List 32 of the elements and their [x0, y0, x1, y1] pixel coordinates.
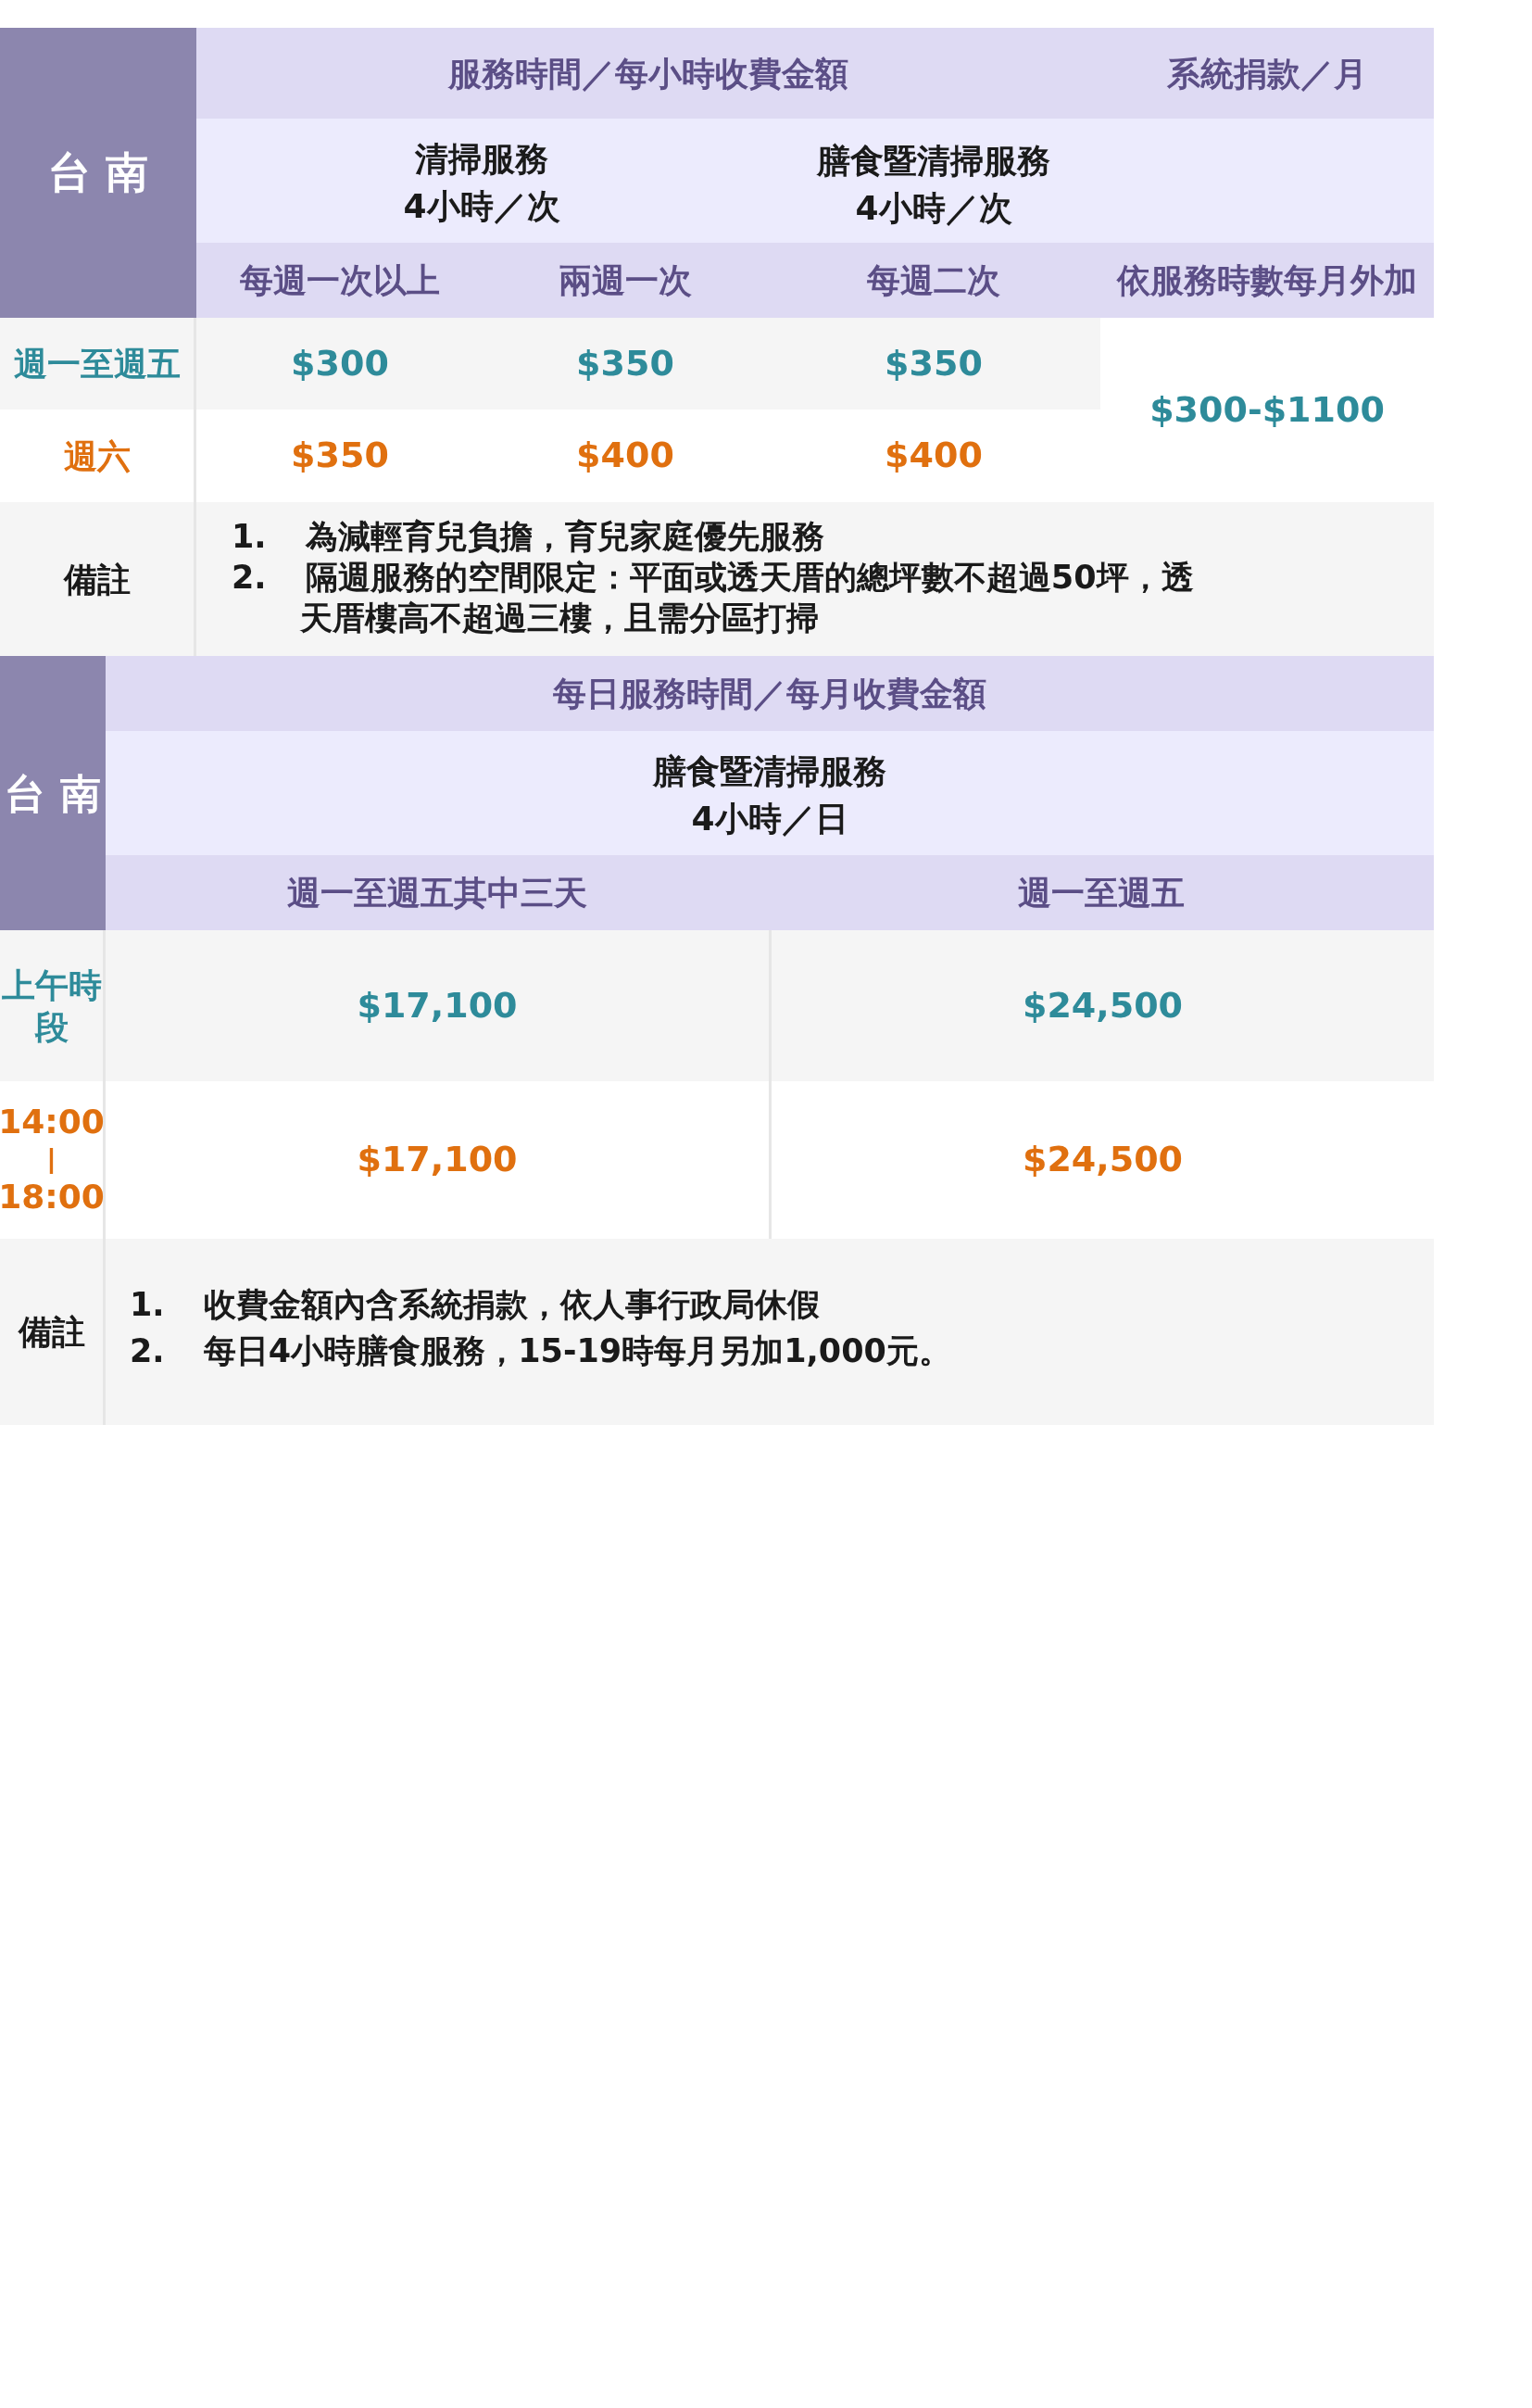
header-cell: 週一至週五其中三天: [106, 855, 769, 930]
price-cell: $24,500: [769, 930, 1434, 1081]
header-cell: 系統捐款／月: [1100, 28, 1434, 119]
price-cell: $300: [196, 318, 483, 410]
header-cell: 每週一次以上: [196, 243, 483, 318]
header-cell: 依服務時數每月外加: [1100, 243, 1434, 318]
row-header-cell: 上午時段: [0, 930, 106, 1081]
header-cell: 兩週一次: [483, 243, 767, 318]
price-cell: $17,100: [106, 930, 769, 1081]
service-duration-cell: 4小時／次: [767, 185, 1100, 243]
time-cell: 14:00: [0, 1081, 106, 1146]
price-cell: $350: [767, 318, 1100, 410]
price-cell: $350: [483, 318, 767, 410]
row-header-cell: 備註: [0, 502, 196, 656]
row-header-cell: 週一至週五: [0, 318, 196, 410]
header-cell: 服務時間／每小時收費金額: [196, 28, 1100, 119]
header-cell: 每日服務時間／每月收費金額: [106, 656, 1434, 731]
time-cell: 18:00: [0, 1174, 106, 1239]
service-duration-cell: 4小時／日: [106, 796, 1434, 855]
service-name-cell: 膳食暨清掃服務: [106, 731, 1434, 796]
row-header-cell: 備註: [0, 1239, 106, 1425]
note-item: 2. 隔週服務的空間限定：平面或透天厝的總坪數不超過50坪，透天厝樓高不超過三樓，且需分區打掃: [196, 558, 1434, 656]
note-item: 1. 為減輕育兒負擔，育兒家庭優先服務: [196, 502, 1434, 558]
header-cell: 週一至週五: [769, 855, 1434, 930]
region-header-cell: 台 南: [0, 28, 196, 318]
service-name-cell: 清掃服務: [196, 119, 767, 183]
note-item: 2. 每日4小時膳食服務，15-19時每月另加1,000元。: [106, 1331, 1434, 1425]
service-duration-cell: 4小時／次: [196, 183, 767, 243]
header-cell: 每週二次: [767, 243, 1100, 318]
service-name-cell: 膳食暨清掃服務: [767, 119, 1100, 185]
region-header-cell: 台 南: [0, 656, 106, 930]
note-item: 1. 收費金額內含系統捐款，依人事行政局休假: [106, 1239, 1434, 1331]
